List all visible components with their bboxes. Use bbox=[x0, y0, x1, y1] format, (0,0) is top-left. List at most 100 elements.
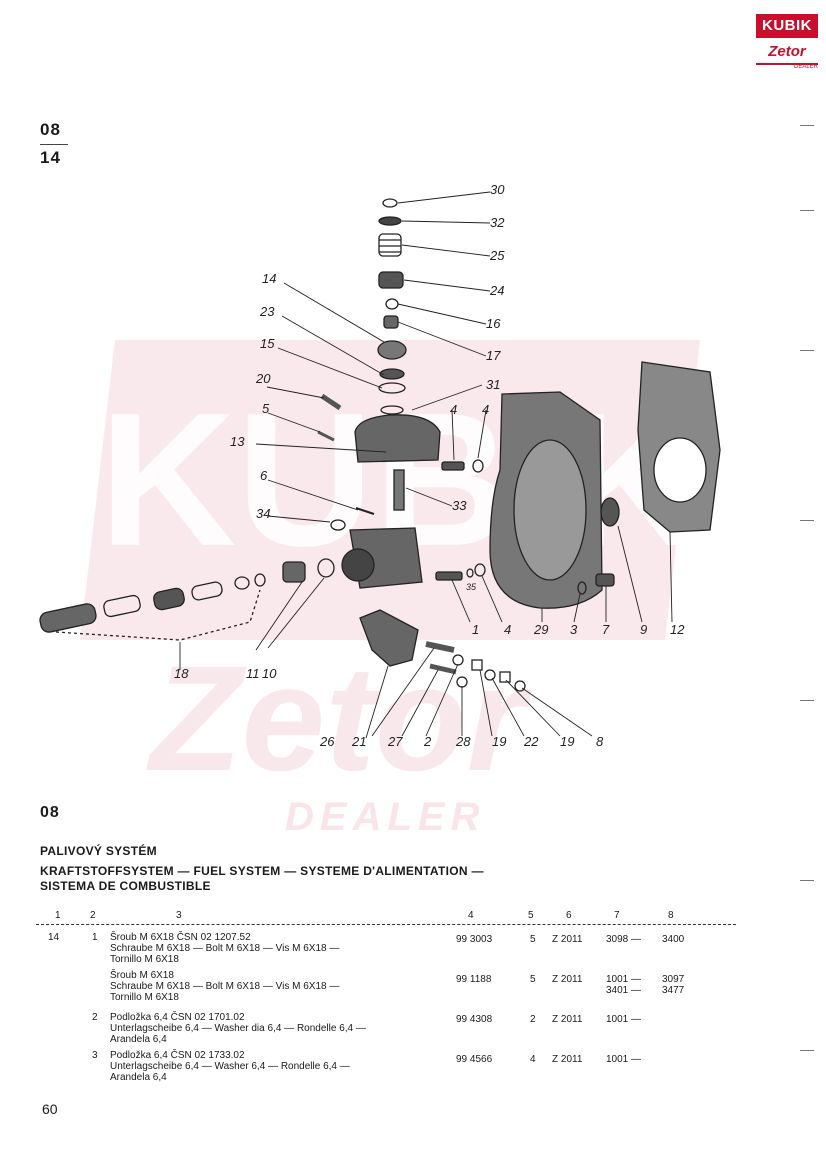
edge-mark bbox=[800, 350, 814, 351]
section-title-es: SISTEMA DE COMBUSTIBLE bbox=[40, 879, 211, 893]
row3-desc-3: Arandela 6,4 bbox=[110, 1034, 167, 1045]
col-header-6: 6 bbox=[566, 910, 572, 921]
callout-6: 6 bbox=[260, 468, 268, 483]
edge-mark bbox=[800, 210, 814, 211]
callout-2: 2 bbox=[423, 734, 432, 749]
row4-part: 99 4566 bbox=[456, 1054, 493, 1065]
row1-model: Z 2011 bbox=[552, 934, 583, 945]
row2-part: 99 1188 bbox=[456, 974, 492, 985]
watermark-dealer: DEALER bbox=[285, 795, 485, 839]
callout-20: 20 bbox=[255, 371, 271, 386]
callout-3: 3 bbox=[570, 622, 578, 637]
row1-to: 3400 bbox=[662, 934, 685, 945]
callout-34: 34 bbox=[256, 506, 270, 521]
callout-32: 32 bbox=[490, 215, 505, 230]
header-rule bbox=[36, 924, 736, 925]
logo-bottom-text: Zetor bbox=[756, 41, 818, 65]
callout-17: 17 bbox=[486, 348, 501, 363]
row4-desc-3: Arandela 6,4 bbox=[110, 1072, 167, 1083]
col-header-1: 1 bbox=[55, 910, 61, 921]
callout-28: 28 bbox=[455, 734, 471, 749]
col-header-7: 7 bbox=[614, 910, 620, 921]
callout-35: 35 bbox=[466, 582, 477, 592]
callout-21: 21 bbox=[351, 734, 366, 749]
row2-to-2: 3477 bbox=[662, 985, 685, 996]
row2-from-1: 1001 — bbox=[606, 974, 642, 985]
callout-29: 29 bbox=[533, 622, 548, 637]
callout-33: 33 bbox=[452, 498, 467, 513]
callout-16: 16 bbox=[486, 316, 501, 331]
edge-mark bbox=[800, 1050, 814, 1051]
callout-31: 31 bbox=[486, 377, 500, 392]
callout-15: 15 bbox=[260, 336, 275, 351]
callout-9: 9 bbox=[640, 622, 647, 637]
callout-25: 25 bbox=[489, 248, 505, 263]
page-number: 60 bbox=[42, 1101, 58, 1117]
row4-desc-1: Podložka 6,4 ČSN 02 1733.02 bbox=[110, 1050, 245, 1061]
row2-to-1: 3097 bbox=[662, 974, 685, 985]
callout-23: 23 bbox=[259, 304, 275, 319]
callout-22: 22 bbox=[523, 734, 539, 749]
row2-model: Z 2011 bbox=[552, 974, 583, 985]
row1-pos: 1 bbox=[92, 932, 98, 943]
callout-24: 24 bbox=[489, 283, 504, 298]
exploded-diagram: 30 32 25 24 16 17 14 23 15 31 20 5 4 4 1… bbox=[39, 182, 721, 749]
row3-part: 99 4308 bbox=[456, 1014, 493, 1025]
section-title-cz: PALIVOVÝ SYSTÉM bbox=[40, 844, 157, 858]
row1-part: 99 3003 bbox=[456, 934, 493, 945]
col-header-4: 4 bbox=[468, 910, 474, 921]
row1-desc-1: Šroub M 6X18 ČSN 02 1207.52 bbox=[110, 932, 251, 943]
callout-1: 1 bbox=[472, 622, 479, 637]
row3-model: Z 2011 bbox=[552, 1014, 583, 1025]
row2-desc-2: Schraube M 6X18 — Bolt M 6X18 — Vis M 6X… bbox=[110, 981, 340, 992]
callout-8: 8 bbox=[596, 734, 604, 749]
col-header-8: 8 bbox=[668, 910, 674, 921]
callout-4c: 4 bbox=[504, 622, 511, 637]
row2-desc-1: Šroub M 6X18 bbox=[110, 970, 174, 981]
row1-ref: 14 bbox=[48, 932, 60, 943]
callout-4a: 4 bbox=[450, 402, 457, 417]
callout-4b: 4 bbox=[482, 402, 489, 417]
callout-18: 18 bbox=[174, 666, 189, 681]
row4-qty: 4 bbox=[530, 1054, 536, 1065]
col-header-5: 5 bbox=[528, 910, 534, 921]
row2-desc-3: Tornillo M 6X18 bbox=[110, 992, 179, 1003]
row1-qty: 5 bbox=[530, 934, 536, 945]
subgroup-code: 14 bbox=[40, 148, 61, 167]
row4-desc-2: Unterlagscheibe 6,4 — Washer 6,4 — Ronde… bbox=[110, 1061, 350, 1072]
logo-top-text: KUBIK bbox=[756, 14, 818, 38]
callout-7: 7 bbox=[602, 622, 610, 637]
row3-from: 1001 — bbox=[606, 1014, 642, 1025]
edge-mark bbox=[800, 880, 814, 881]
section-title-multi: KRAFTSTOFFSYSTEM — FUEL SYSTEM — SYSTEME… bbox=[40, 864, 484, 878]
callout-19b: 19 bbox=[560, 734, 574, 749]
col-header-3: 3 bbox=[176, 910, 182, 921]
row3-desc-2: Unterlagscheibe 6,4 — Washer dia 6,4 — R… bbox=[110, 1023, 366, 1034]
row1-desc-3: Tornillo M 6X18 bbox=[110, 954, 179, 965]
row4-from: 1001 — bbox=[606, 1054, 642, 1065]
row3-qty: 2 bbox=[530, 1014, 536, 1025]
callout-13: 13 bbox=[230, 434, 245, 449]
row4-pos: 3 bbox=[92, 1050, 98, 1061]
callout-10: 10 bbox=[262, 666, 277, 681]
edge-mark bbox=[800, 125, 814, 126]
row3-pos: 2 bbox=[92, 1012, 98, 1023]
row4-model: Z 2011 bbox=[552, 1054, 583, 1065]
row3-desc-1: Podložka 6,4 ČSN 02 1701.02 bbox=[110, 1012, 245, 1023]
edge-mark bbox=[800, 700, 814, 701]
code-divider bbox=[40, 144, 68, 145]
section-code: 08 bbox=[40, 804, 60, 821]
col-header-2: 2 bbox=[90, 910, 96, 921]
group-code: 08 bbox=[40, 120, 61, 139]
edge-mark bbox=[800, 520, 814, 521]
row2-qty: 5 bbox=[530, 974, 536, 985]
callout-12: 12 bbox=[670, 622, 685, 637]
callout-27: 27 bbox=[387, 734, 403, 749]
kubik-zetor-logo: KUBIK Zetor DEALER bbox=[756, 14, 818, 70]
callout-11: 11 bbox=[246, 666, 260, 681]
callout-19a: 19 bbox=[492, 734, 506, 749]
row1-from: 3098 — bbox=[606, 934, 642, 945]
callout-5: 5 bbox=[262, 401, 270, 416]
row1-desc-2: Schraube M 6X18 — Bolt M 6X18 — Vis M 6X… bbox=[110, 943, 340, 954]
callout-14: 14 bbox=[262, 271, 276, 286]
